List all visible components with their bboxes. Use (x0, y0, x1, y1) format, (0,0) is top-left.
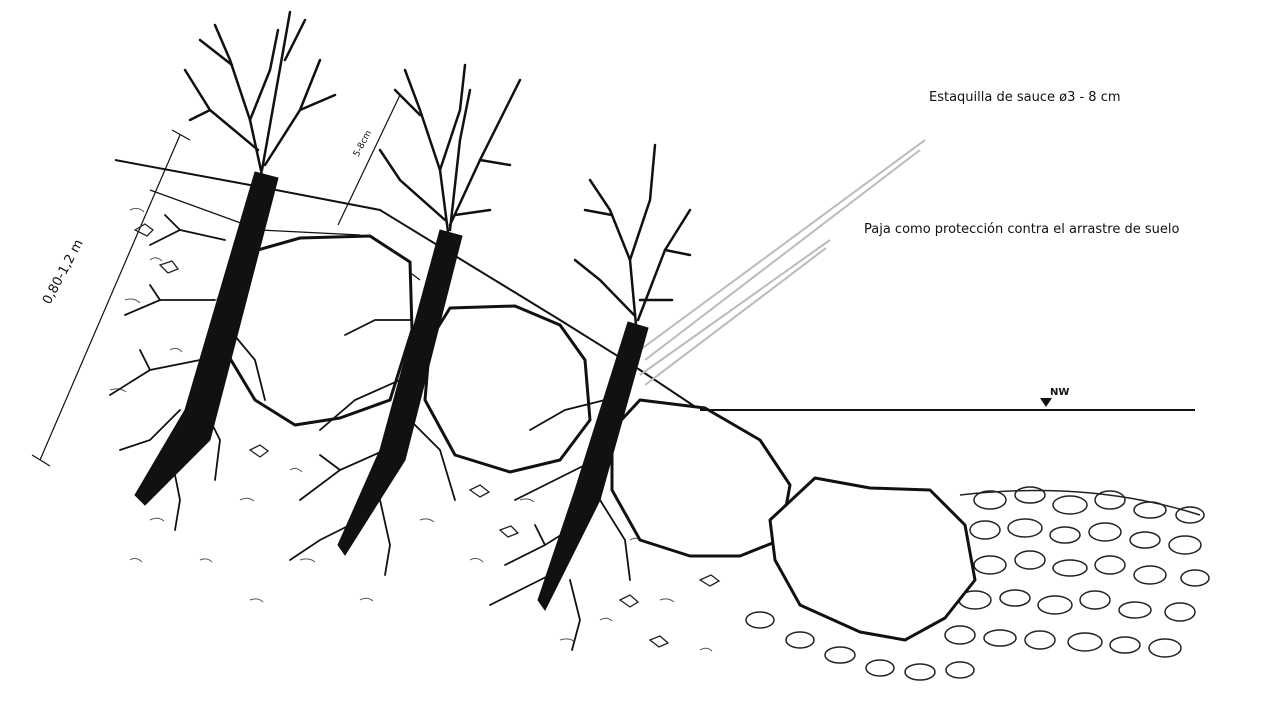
spacing-dimension-line (338, 95, 400, 225)
leader-lines (640, 140, 925, 385)
stone-3 (612, 400, 790, 556)
water-level-marker-icon (1040, 398, 1052, 407)
willow-cutting-label: Estaquilla de sauce ø3 - 8 cm (929, 90, 1121, 105)
water-level-label: NW (1050, 387, 1069, 398)
straw-protection-label: Paja como protección contra el arrastre … (864, 222, 1179, 237)
water-level (700, 398, 1195, 410)
stone-2 (425, 306, 590, 472)
stone-4 (770, 478, 975, 640)
